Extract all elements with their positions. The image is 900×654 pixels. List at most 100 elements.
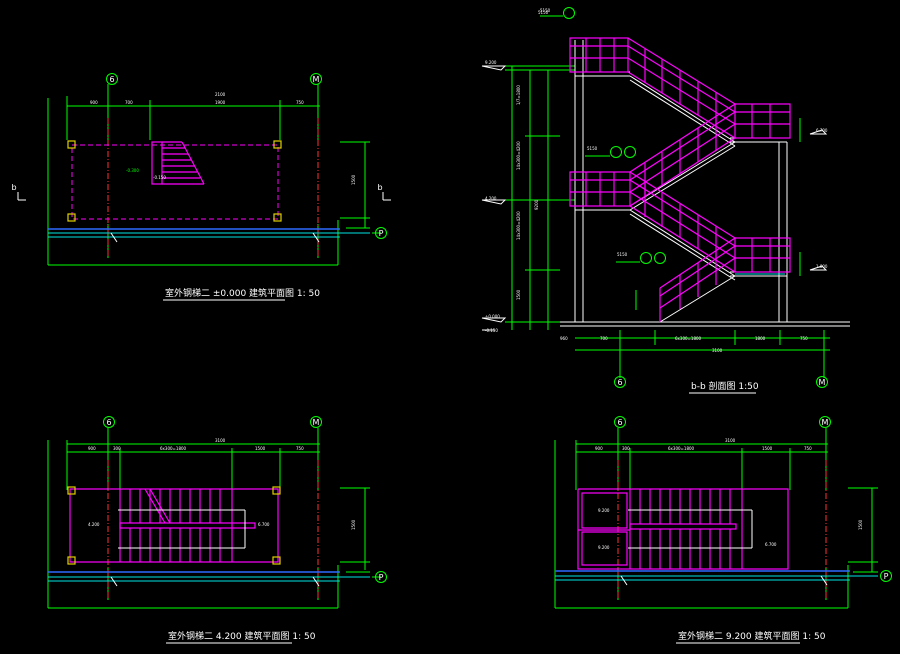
plan-9200: 3100 900 300 6x300=1800 1500 750 1500 <box>554 416 892 644</box>
axis-label: P <box>379 229 384 238</box>
axis-bubble <box>816 376 828 388</box>
stair-flights <box>629 489 743 569</box>
axis-label: P <box>884 572 889 581</box>
axis-label: M <box>313 418 320 427</box>
stair-railings <box>569 37 791 322</box>
column-markers <box>67 140 282 222</box>
section-label: b <box>377 183 382 192</box>
drawing-title: 室外钢梯二 4.200 建筑平面图 1: 50 <box>168 630 316 642</box>
section-bb: 1/7=1800 14x300=4200 14x300=4200 1500 92… <box>481 7 850 394</box>
axis-bubble <box>310 73 322 85</box>
svg-text:1500: 1500 <box>351 519 356 530</box>
svg-text:750: 750 <box>800 336 808 341</box>
axis-label: 6 <box>617 418 622 427</box>
svg-text:1500: 1500 <box>351 174 356 185</box>
svg-text:3100: 3100 <box>725 438 736 443</box>
svg-text:5150: 5150 <box>538 10 549 15</box>
svg-text:2100: 2100 <box>215 92 226 97</box>
column-markers <box>67 486 281 565</box>
svg-text:6x300=1800: 6x300=1800 <box>160 446 187 451</box>
column-tick <box>620 575 628 586</box>
svg-text:9.200: 9.200 <box>485 60 497 65</box>
axis-label: M <box>313 75 320 84</box>
svg-text:1800: 1800 <box>755 336 766 341</box>
svg-text:3100: 3100 <box>712 348 723 353</box>
svg-text:9.200: 9.200 <box>598 545 610 550</box>
svg-text:300: 300 <box>622 446 630 451</box>
landing-outline <box>577 488 789 570</box>
svg-text:1/7=1800: 1/7=1800 <box>516 85 521 105</box>
column-tick <box>110 576 118 587</box>
svg-text:9.200: 9.200 <box>598 508 610 513</box>
axis-bubble <box>614 416 626 428</box>
svg-text:5150: 5150 <box>540 8 551 13</box>
svg-text:6.700: 6.700 <box>765 542 777 547</box>
plan-4200: 3100 900 300 6x300=1800 1500 750 1500 <box>47 416 387 644</box>
stair-start-flight <box>151 141 205 185</box>
stair-flights <box>119 488 256 562</box>
svg-text:4.200: 4.200 <box>88 522 100 527</box>
axis-label: M <box>819 378 826 387</box>
column-tick <box>312 576 320 587</box>
detail-callouts <box>540 7 666 310</box>
plan-0000-dimensions <box>47 84 381 266</box>
drawing-title: 室外钢梯二 ±0.000 建筑平面图 1: 50 <box>165 287 320 299</box>
axis-bubble <box>614 376 626 388</box>
svg-text:300: 300 <box>113 446 121 451</box>
svg-text:700: 700 <box>125 100 133 105</box>
axis-label: 6 <box>109 75 114 84</box>
section-dimensions <box>505 65 830 378</box>
svg-text:1500: 1500 <box>858 519 863 530</box>
svg-text:4.200: 4.200 <box>485 196 497 201</box>
svg-text:3100: 3100 <box>215 438 226 443</box>
axis-bubble <box>106 73 118 85</box>
column-tick <box>110 232 118 243</box>
svg-text:750: 750 <box>296 100 304 105</box>
drawing-title: 室外钢梯二 9.200 建筑平面图 1: 50 <box>678 630 826 642</box>
column-tick <box>312 232 320 243</box>
svg-text:6x300=1800: 6x300=1800 <box>668 446 695 451</box>
svg-text:1500: 1500 <box>255 446 266 451</box>
svg-text:-0.300: -0.300 <box>126 168 139 173</box>
landing-outline <box>71 144 279 220</box>
walk-arrows <box>118 509 246 549</box>
landing-outline <box>69 488 279 563</box>
svg-text:900: 900 <box>90 100 98 105</box>
axis-bubble <box>310 416 322 428</box>
svg-text:5150: 5150 <box>617 252 628 257</box>
svg-text:14x300=4200: 14x300=4200 <box>516 141 521 170</box>
svg-text:6.700: 6.700 <box>258 522 270 527</box>
svg-text:960: 960 <box>560 336 568 341</box>
svg-text:900: 900 <box>88 446 96 451</box>
level-markers <box>481 65 828 331</box>
walk-arrows <box>628 509 753 549</box>
svg-text:6x300=1800: 6x300=1800 <box>675 336 702 341</box>
section-cut-mark <box>17 192 391 201</box>
axis-bubble <box>375 571 387 583</box>
axis-label: M <box>822 418 829 427</box>
svg-text:750: 750 <box>296 446 304 451</box>
svg-text:1900: 1900 <box>215 100 226 105</box>
column-tick <box>820 575 828 586</box>
svg-text:9200: 9200 <box>534 199 539 210</box>
svg-text:14x300=4200: 14x300=4200 <box>516 211 521 240</box>
axis-label: P <box>379 573 384 582</box>
svg-text:1500: 1500 <box>516 289 521 300</box>
axis-bubble <box>375 227 387 239</box>
drawing-title: b-b 剖面图 1:50 <box>691 380 759 392</box>
svg-text:750: 750 <box>804 446 812 451</box>
steel-frame <box>560 40 850 327</box>
plan-0000: 900 700 2100 1900 750 1500 <box>11 73 391 301</box>
section-label: b <box>11 183 16 192</box>
svg-text:700: 700 <box>600 336 608 341</box>
axis-bubble <box>819 416 831 428</box>
svg-text:±0.000: ±0.000 <box>485 314 500 319</box>
axis-bubble <box>880 570 892 582</box>
svg-text:900: 900 <box>595 446 603 451</box>
svg-text:1500: 1500 <box>762 446 773 451</box>
axis-bubble <box>103 416 115 428</box>
svg-text:5150: 5150 <box>587 146 598 151</box>
axis-label: 6 <box>617 378 622 387</box>
axis-label: 6 <box>106 418 111 427</box>
